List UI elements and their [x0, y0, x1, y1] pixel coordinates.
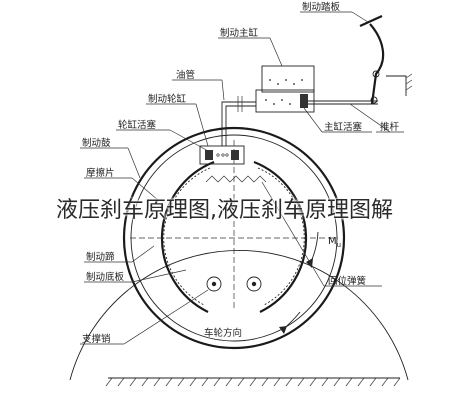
label-brake-pedal: 制动踏板 — [302, 1, 341, 13]
master-cylinder-reservoir — [261, 65, 315, 93]
pedal-bracket — [386, 75, 407, 96]
label-brake-drum: 制动鼓 — [82, 137, 111, 149]
brake-drum-outer — [122, 126, 346, 350]
brake-shoe-left — [160, 160, 215, 313]
wheel-piston-left — [205, 150, 213, 160]
label-return-spring: 回位弹簧 — [328, 275, 367, 287]
brake-pedal-arm — [369, 23, 385, 105]
label-wheel-cylinder: 制动轮缸 — [148, 93, 187, 105]
brake-pedal-pad — [359, 14, 383, 28]
ground-line — [105, 377, 401, 387]
label-brake-shoe: 制动蹄 — [86, 251, 115, 263]
wheel-outer-arc — [69, 249, 409, 381]
return-spring — [205, 175, 267, 183]
label-wheel-direction: 车轮方向 — [204, 327, 242, 339]
label-push-rod: 推杆 — [380, 121, 400, 133]
label-master-piston: 主缸活塞 — [324, 121, 363, 133]
label-moment: Mu — [328, 236, 341, 249]
master-piston — [300, 94, 308, 108]
label-support-pin: 支撑销 — [82, 333, 111, 345]
label-oil-pipe: 油管 — [176, 69, 195, 81]
brake-shoe-right — [253, 160, 308, 313]
oil-pipe — [221, 101, 256, 146]
label-brake-backing-plate: 制动底板 — [86, 271, 125, 283]
wheel-piston-right — [231, 150, 239, 160]
master-fluid-dots — [265, 79, 303, 105]
label-friction-pad: 摩擦片 — [86, 167, 115, 179]
support-pin-right — [246, 276, 262, 292]
support-pin-left — [206, 276, 222, 292]
label-master-cylinder: 制动主缸 — [220, 27, 259, 39]
friction-pad-right — [257, 167, 305, 306]
friction-pad-left — [163, 167, 211, 306]
overlay-caption: 液压刹车原理图,液压刹车原理图解 — [56, 198, 393, 223]
label-wheel-cylinder-piston: 轮缸活塞 — [118, 119, 157, 131]
